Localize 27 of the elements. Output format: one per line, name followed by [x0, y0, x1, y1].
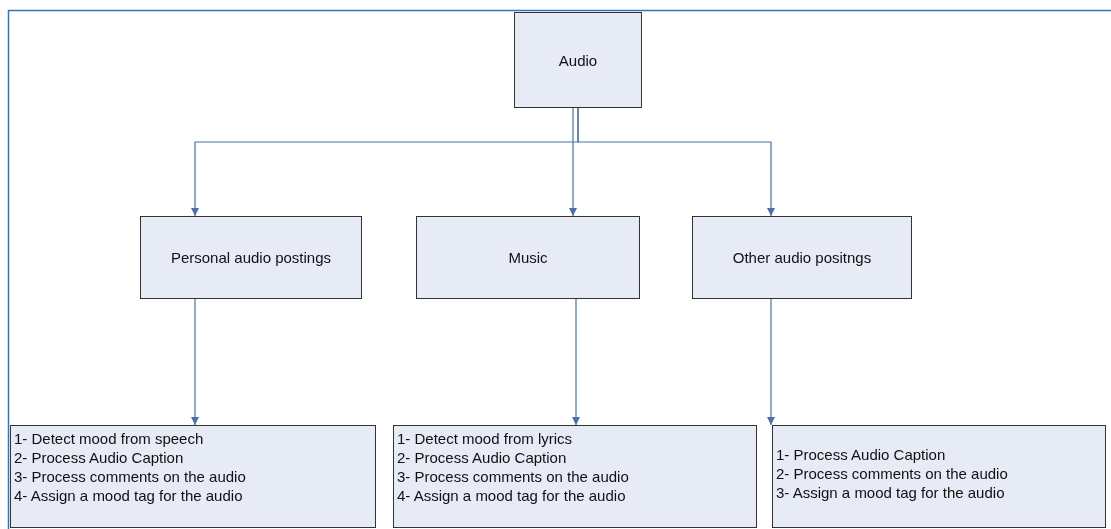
- list-item: 2- Process Audio Caption: [397, 448, 568, 467]
- arrow: [190, 298, 200, 426]
- list-item: 2- Process comments on the audio: [776, 463, 1009, 483]
- list-item: 3- Process comments on the audio: [14, 467, 247, 486]
- list-item: 1- Detect mood from lyrics: [397, 429, 574, 448]
- task-list-box: [10, 425, 376, 528]
- list-item: 3- Assign a mood tag for the audio: [776, 482, 1006, 502]
- category-box: [692, 216, 912, 299]
- arrow: [766, 298, 776, 426]
- list-item: 4- Assign a mood tag for the audio: [397, 486, 627, 505]
- list-item: 2- Process Audio Caption: [14, 448, 185, 467]
- box-label: Audio: [558, 51, 598, 69]
- list-item: 1- Detect mood from speech: [14, 429, 205, 448]
- list-item: 4- Assign a mood tag for the audio: [14, 486, 244, 505]
- root-box: [514, 12, 642, 108]
- category-box: [140, 216, 362, 299]
- arrow: [577, 107, 776, 217]
- category-box: [416, 216, 640, 299]
- task-list-box: [772, 425, 1106, 528]
- box-label: Personal audio postings: [170, 249, 332, 266]
- arrow: [571, 298, 581, 426]
- arrow: [568, 107, 578, 217]
- box-label: Other audio positngs: [732, 249, 872, 266]
- task-list-box: [393, 425, 757, 528]
- list-item: 3- Process comments on the audio: [397, 467, 630, 486]
- box-label: Music: [508, 249, 548, 266]
- list-item: 1- Process Audio Caption: [776, 444, 947, 464]
